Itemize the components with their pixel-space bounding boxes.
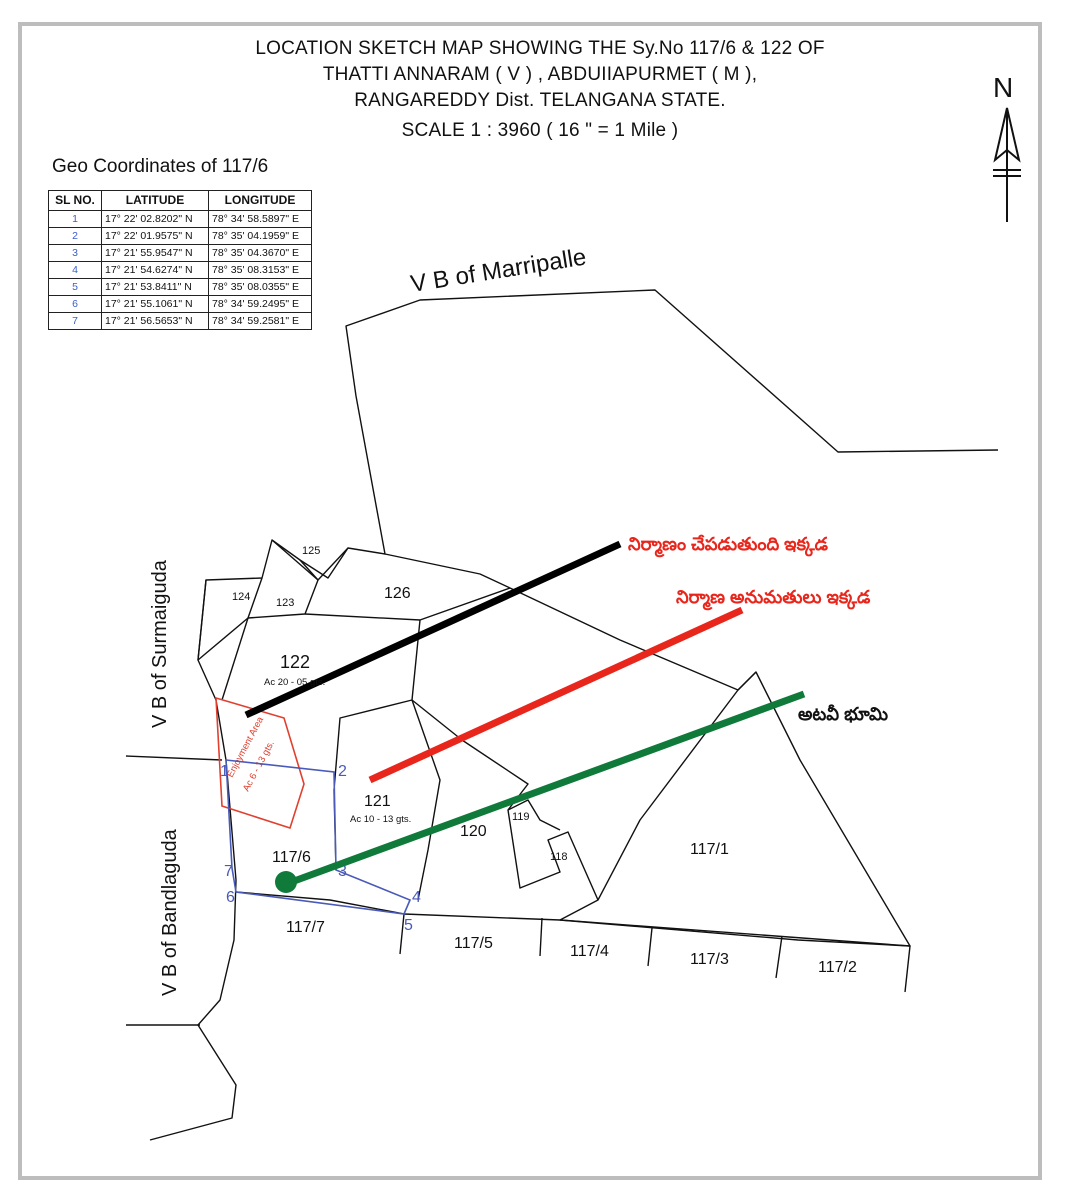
vb-surmaiguda-label: V B of Surmaiguda (149, 559, 171, 728)
vertex-7: 7 (224, 863, 233, 880)
geo-coordinates-title: Geo Coordinates of 117/6 (52, 156, 269, 177)
table-header-row: SL NO. LATITUDE LONGITUDE (48, 190, 312, 211)
enjoyment-area-polygon (215, 696, 305, 830)
survey-125: 125 (302, 545, 320, 557)
row-longitude: 78° 35' 04.3670" E (208, 244, 312, 262)
parcel-120-west (411, 699, 441, 901)
vb-marripalle-label: V B of Marripalle (409, 244, 588, 298)
vertex-6: 6 (226, 889, 235, 906)
forest-land-label: అటవీ భూమి (798, 704, 888, 724)
forest-green-line (284, 690, 806, 888)
permission-label: నిర్మాణ అనుమతులు ఇక్కడ (676, 587, 871, 611)
plot-vertex-labels: 1 2 3 4 5 6 7 (220, 763, 421, 934)
row-longitude: 78° 34' 58.5897" E (208, 210, 312, 228)
north-arrow-icon (993, 107, 1021, 222)
survey-120: 120 (460, 823, 487, 840)
west-boundary (149, 659, 237, 1141)
row-latitude: 17° 21' 55.9547" N (101, 244, 209, 262)
survey-117-4: 117/4 (570, 943, 609, 960)
row-latitude: 17° 22' 02.8202" N (101, 210, 209, 228)
divider-117-5 (399, 913, 405, 955)
parcel-122-west (221, 617, 249, 701)
divider-117-3 (647, 927, 653, 967)
parcel-119-top (507, 799, 561, 831)
annotation-labels: నిర్మాణం చేపడుతుంది ఇక్కడ నిర్మాణ అనుమతు… (628, 534, 888, 724)
row-longitude: 78° 35' 08.3153" E (208, 261, 312, 279)
row-latitude: 17° 21' 55.1061" N (101, 295, 209, 313)
survey-117-3: 117/3 (690, 951, 729, 968)
survey-117-2: 117/2 (818, 959, 857, 976)
row-longitude: 78° 35' 08.0355" E (208, 278, 312, 296)
parcel-124-boundary (197, 577, 263, 661)
vertex-3: 3 (338, 863, 347, 880)
survey-117-7: 117/7 (286, 919, 325, 936)
survey-117-6: 117/6 (272, 849, 311, 866)
divider-117-4 (539, 917, 543, 957)
row-latitude: 17° 21' 56.5653" N (101, 312, 209, 330)
vb-bandlaguda-label: V B of Bandlaguda (159, 828, 181, 996)
parcel-123-boundary (247, 559, 319, 619)
permission-red-line (368, 606, 744, 784)
parcel-125-boundary (271, 539, 349, 581)
title-line-2: THATTI ANNARAM ( V ) , ABDUIIAPURMET ( M… (322, 64, 758, 85)
vertex-4: 4 (412, 889, 421, 906)
south-strip-top (235, 891, 911, 993)
parcel-boundaries (125, 289, 999, 1141)
survey-126: 126 (384, 585, 411, 602)
title-line-4: SCALE 1 : 3960 ( 16 " = 1 Mile ) (401, 120, 679, 141)
row-latitude: 17° 21' 54.6274" N (101, 261, 209, 279)
north-label: N (993, 72, 1014, 103)
row-sl: 7 (48, 312, 102, 330)
row-longitude: 78° 34' 59.2581" E (208, 312, 312, 330)
survey-124: 124 (232, 591, 250, 603)
row-longitude: 78° 34' 59.2495" E (208, 295, 312, 313)
row-longitude: 78° 35' 04.1959" E (208, 227, 312, 245)
vertex-1: 1 (220, 763, 229, 780)
parcel-126-east (384, 553, 757, 691)
map-title: LOCATION SKETCH MAP SHOWING THE Sy.No 11… (140, 36, 940, 144)
vertex-2: 2 (338, 763, 347, 780)
plot-117-6-polygon (225, 759, 412, 915)
divider-117-2 (775, 935, 783, 979)
vertex-5: 5 (404, 917, 413, 934)
survey-121-area: Ac 10 - 13 gts. (350, 814, 411, 825)
title-line-3: RANGAREDDY Dist. TELANGANA STATE. (354, 90, 726, 111)
survey-122-area: Ac 20 - 05 gts. (264, 677, 325, 688)
row-latitude: 17° 22' 01.9575" N (101, 227, 209, 245)
survey-122: 122 (280, 652, 310, 672)
construction-label: నిర్మాణం చేపడుతుంది ఇక్కడ (628, 534, 829, 558)
parcel-119-118-boundary (411, 699, 599, 901)
title-line-1: LOCATION SKETCH MAP SHOWING THE Sy.No 11… (255, 38, 825, 59)
survey-118: 118 (550, 851, 568, 863)
survey-123: 123 (276, 597, 294, 609)
forest-line-start-dot (275, 871, 297, 893)
survey-121: 121 (364, 793, 391, 810)
survey-119: 119 (512, 811, 530, 823)
survey-117-5: 117/5 (454, 935, 493, 952)
survey-number-labels: 125 124 123 126 122 Ac 20 - 05 gts. 121 … (232, 545, 857, 976)
surmaiguda-boundary-line (125, 755, 223, 761)
construction-black-line (244, 540, 622, 719)
outer-boundary (197, 289, 999, 661)
parcel-117-1-boundary (559, 671, 911, 947)
survey-117-1: 117/1 (690, 841, 729, 858)
